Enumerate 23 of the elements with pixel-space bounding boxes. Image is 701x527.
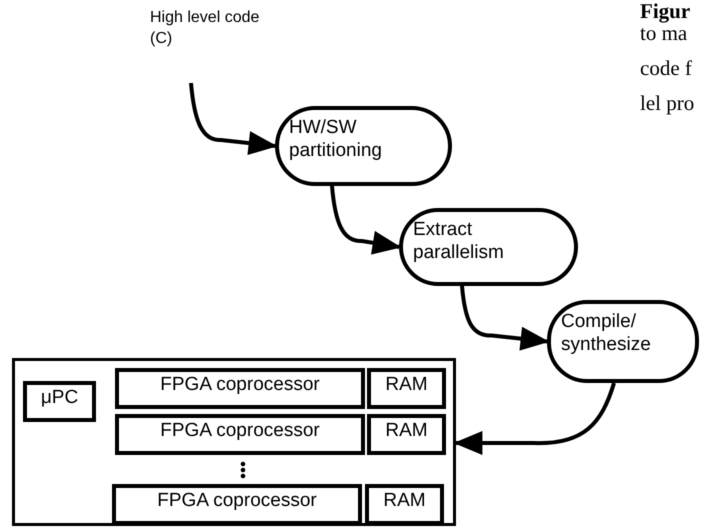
- component-box: [23, 381, 96, 422]
- component-box: [115, 414, 365, 455]
- box-text: FPGA coprocessor: [159, 373, 321, 397]
- caption-text: Figur: [640, 0, 690, 24]
- text-label: High level code (C): [150, 7, 275, 53]
- component-box: [367, 414, 446, 455]
- component-box: [112, 484, 362, 525]
- arrow: [460, 286, 550, 351]
- component-box: [367, 368, 446, 409]
- box-text: μPC: [40, 386, 80, 410]
- box-text: Extract parallelism: [413, 218, 505, 264]
- box-text: HW/SW partitioning: [289, 116, 383, 162]
- box-text: FPGA coprocessor: [159, 419, 321, 443]
- box-text: RAM: [384, 419, 429, 443]
- box-text: Compile/ synthesize: [561, 310, 652, 356]
- component-box: [365, 484, 444, 525]
- box-text: RAM: [382, 489, 427, 513]
- box-text: FPGA coprocessor: [156, 489, 318, 513]
- system-box: [12, 358, 456, 526]
- component-box: [115, 368, 365, 409]
- arrow: [330, 186, 402, 255]
- arrow: [189, 82, 278, 155]
- box-text: RAM: [384, 373, 429, 397]
